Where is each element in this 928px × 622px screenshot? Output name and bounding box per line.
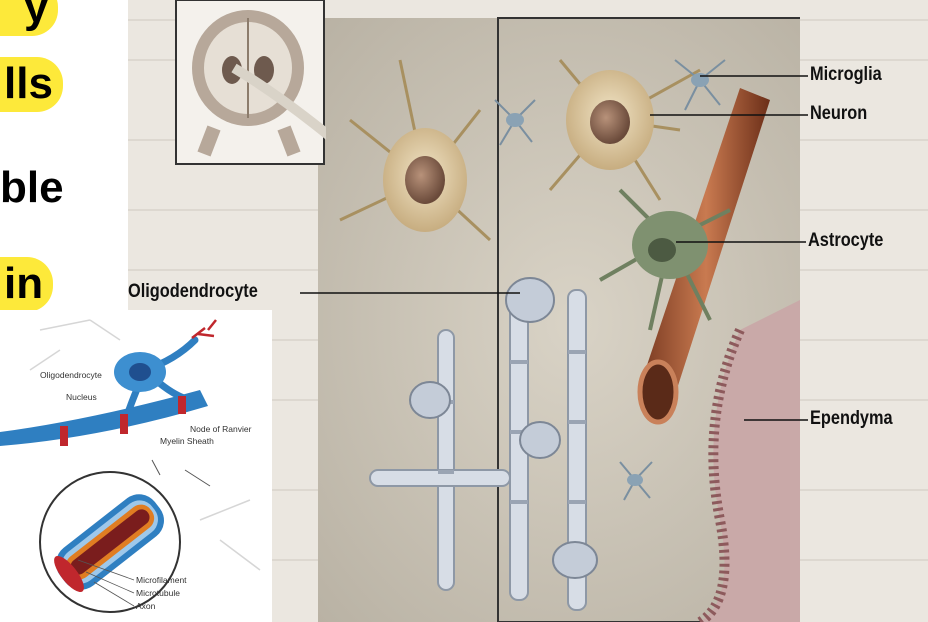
myelin-inset-panel: Oligodendrocyte Nucleus Node of Ranvier … (0, 310, 272, 622)
inset-label-nucleus: Nucleus (66, 392, 97, 402)
inset-label-node-of-ranvier: Node of Ranvier (190, 424, 251, 434)
inset-label-myelin-sheath: Myelin Sheath (160, 436, 214, 446)
inset-label-axon: Axon (136, 601, 155, 611)
inset-label-oligodendrocyte: Oligodendrocyte (40, 370, 102, 380)
label-oligodendrocyte: Oligodendrocyte (128, 281, 258, 303)
label-microglia: Microglia (810, 64, 882, 86)
inset-label-microtubule: Microtubule (136, 588, 180, 598)
inset-label-microfilament: Microfilament (136, 575, 187, 585)
label-neuron: Neuron (810, 103, 867, 125)
label-ependyma: Ependyma (810, 408, 893, 430)
label-astrocyte: Astrocyte (808, 230, 883, 252)
